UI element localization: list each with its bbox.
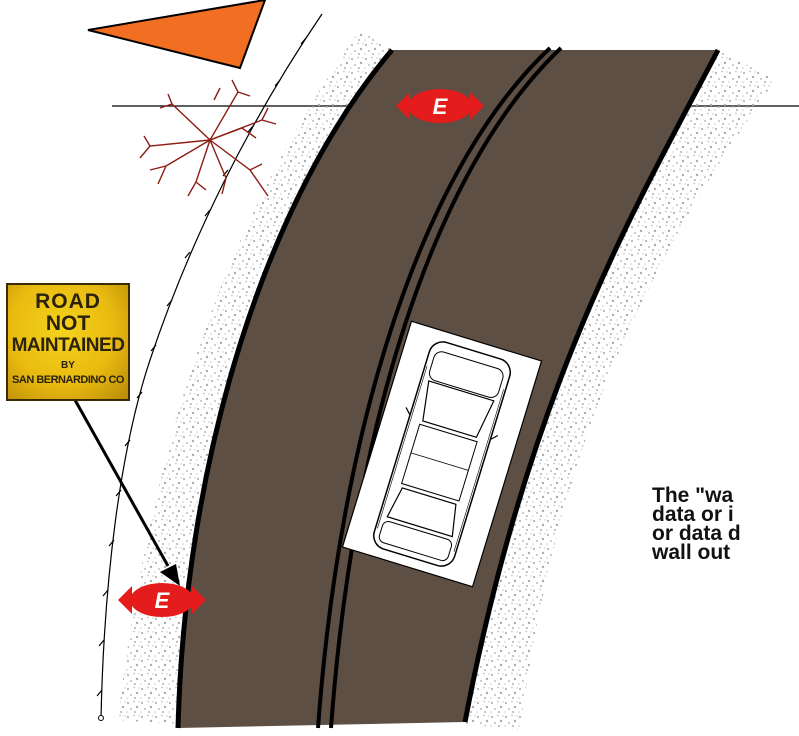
sign-line-2: NOT (8, 313, 128, 334)
sign-line-4: BY (8, 361, 128, 371)
pointer-arrow (75, 400, 168, 566)
sign-line-1: ROAD (8, 291, 128, 312)
caption-text: The "wa data or i or data d wall out (652, 486, 799, 570)
sign-line-5: SAN BERNARDINO CO (8, 374, 128, 386)
marker-top-label: E (433, 94, 449, 119)
traffic-cone-icon (88, 0, 265, 68)
fence-end-post (99, 716, 104, 721)
marker-left-label: E (155, 588, 171, 613)
sign-line-3: MAINTAINED (8, 336, 128, 356)
caption-line-4: wall out (652, 543, 799, 562)
road-not-maintained-sign: ROAD NOT MAINTAINED BY SAN BERNARDINO CO (6, 283, 130, 401)
brush-icon (140, 80, 276, 196)
